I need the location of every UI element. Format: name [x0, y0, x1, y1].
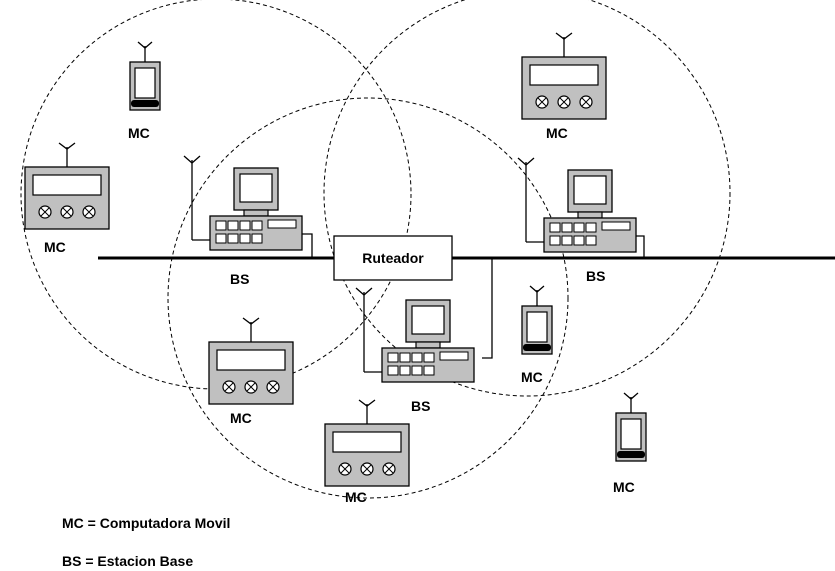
bs-left-connector [302, 233, 313, 258]
pager-icon [208, 317, 294, 405]
legend-bs: BS = Estacion Base [62, 553, 193, 569]
handheld-icon [615, 392, 647, 462]
computer-icon [517, 157, 637, 253]
mc-label: MC [521, 369, 543, 385]
pager-icon [24, 142, 110, 230]
mc-label: MC [230, 410, 252, 426]
mc-label: MC [345, 489, 367, 505]
pager-icon [521, 32, 607, 120]
bs-center-connector [482, 258, 493, 359]
router: Ruteador [333, 235, 453, 281]
bs-label-left: BS [230, 271, 249, 287]
mc-label: MC [613, 479, 635, 495]
mobile-computer-handheld-right [521, 285, 553, 355]
mobile-computer-pager-bottom [324, 399, 410, 487]
mc-label: MC [128, 125, 150, 141]
mobile-computer-pager-left [24, 142, 110, 230]
legend-mc: MC = Computadora Movil [62, 515, 230, 531]
handheld-icon [129, 41, 161, 111]
coverage-circle-bottom [167, 97, 569, 499]
router-label: Ruteador [362, 250, 424, 266]
mobile-computer-pager-bottom-left [208, 317, 294, 405]
mobile-computer-handheld-bottom-right [615, 392, 647, 462]
mobile-computer-handheld-top [129, 41, 161, 111]
base-station-right [517, 157, 637, 253]
coverage-circle-left [20, 0, 412, 390]
coverage-circle-right [323, 0, 731, 397]
handheld-icon [521, 285, 553, 355]
bs-right-connector [636, 235, 645, 258]
pager-icon [324, 399, 410, 487]
mc-label: MC [44, 239, 66, 255]
computer-icon [183, 155, 303, 251]
base-station-left [183, 155, 303, 251]
mc-label: MC [546, 125, 568, 141]
bs-label-center: BS [411, 398, 430, 414]
router-box [333, 235, 453, 281]
bs-label-right: BS [586, 268, 605, 284]
mobile-computer-pager-top-right [521, 32, 607, 120]
base-station-center [355, 287, 475, 383]
computer-icon [355, 287, 475, 383]
